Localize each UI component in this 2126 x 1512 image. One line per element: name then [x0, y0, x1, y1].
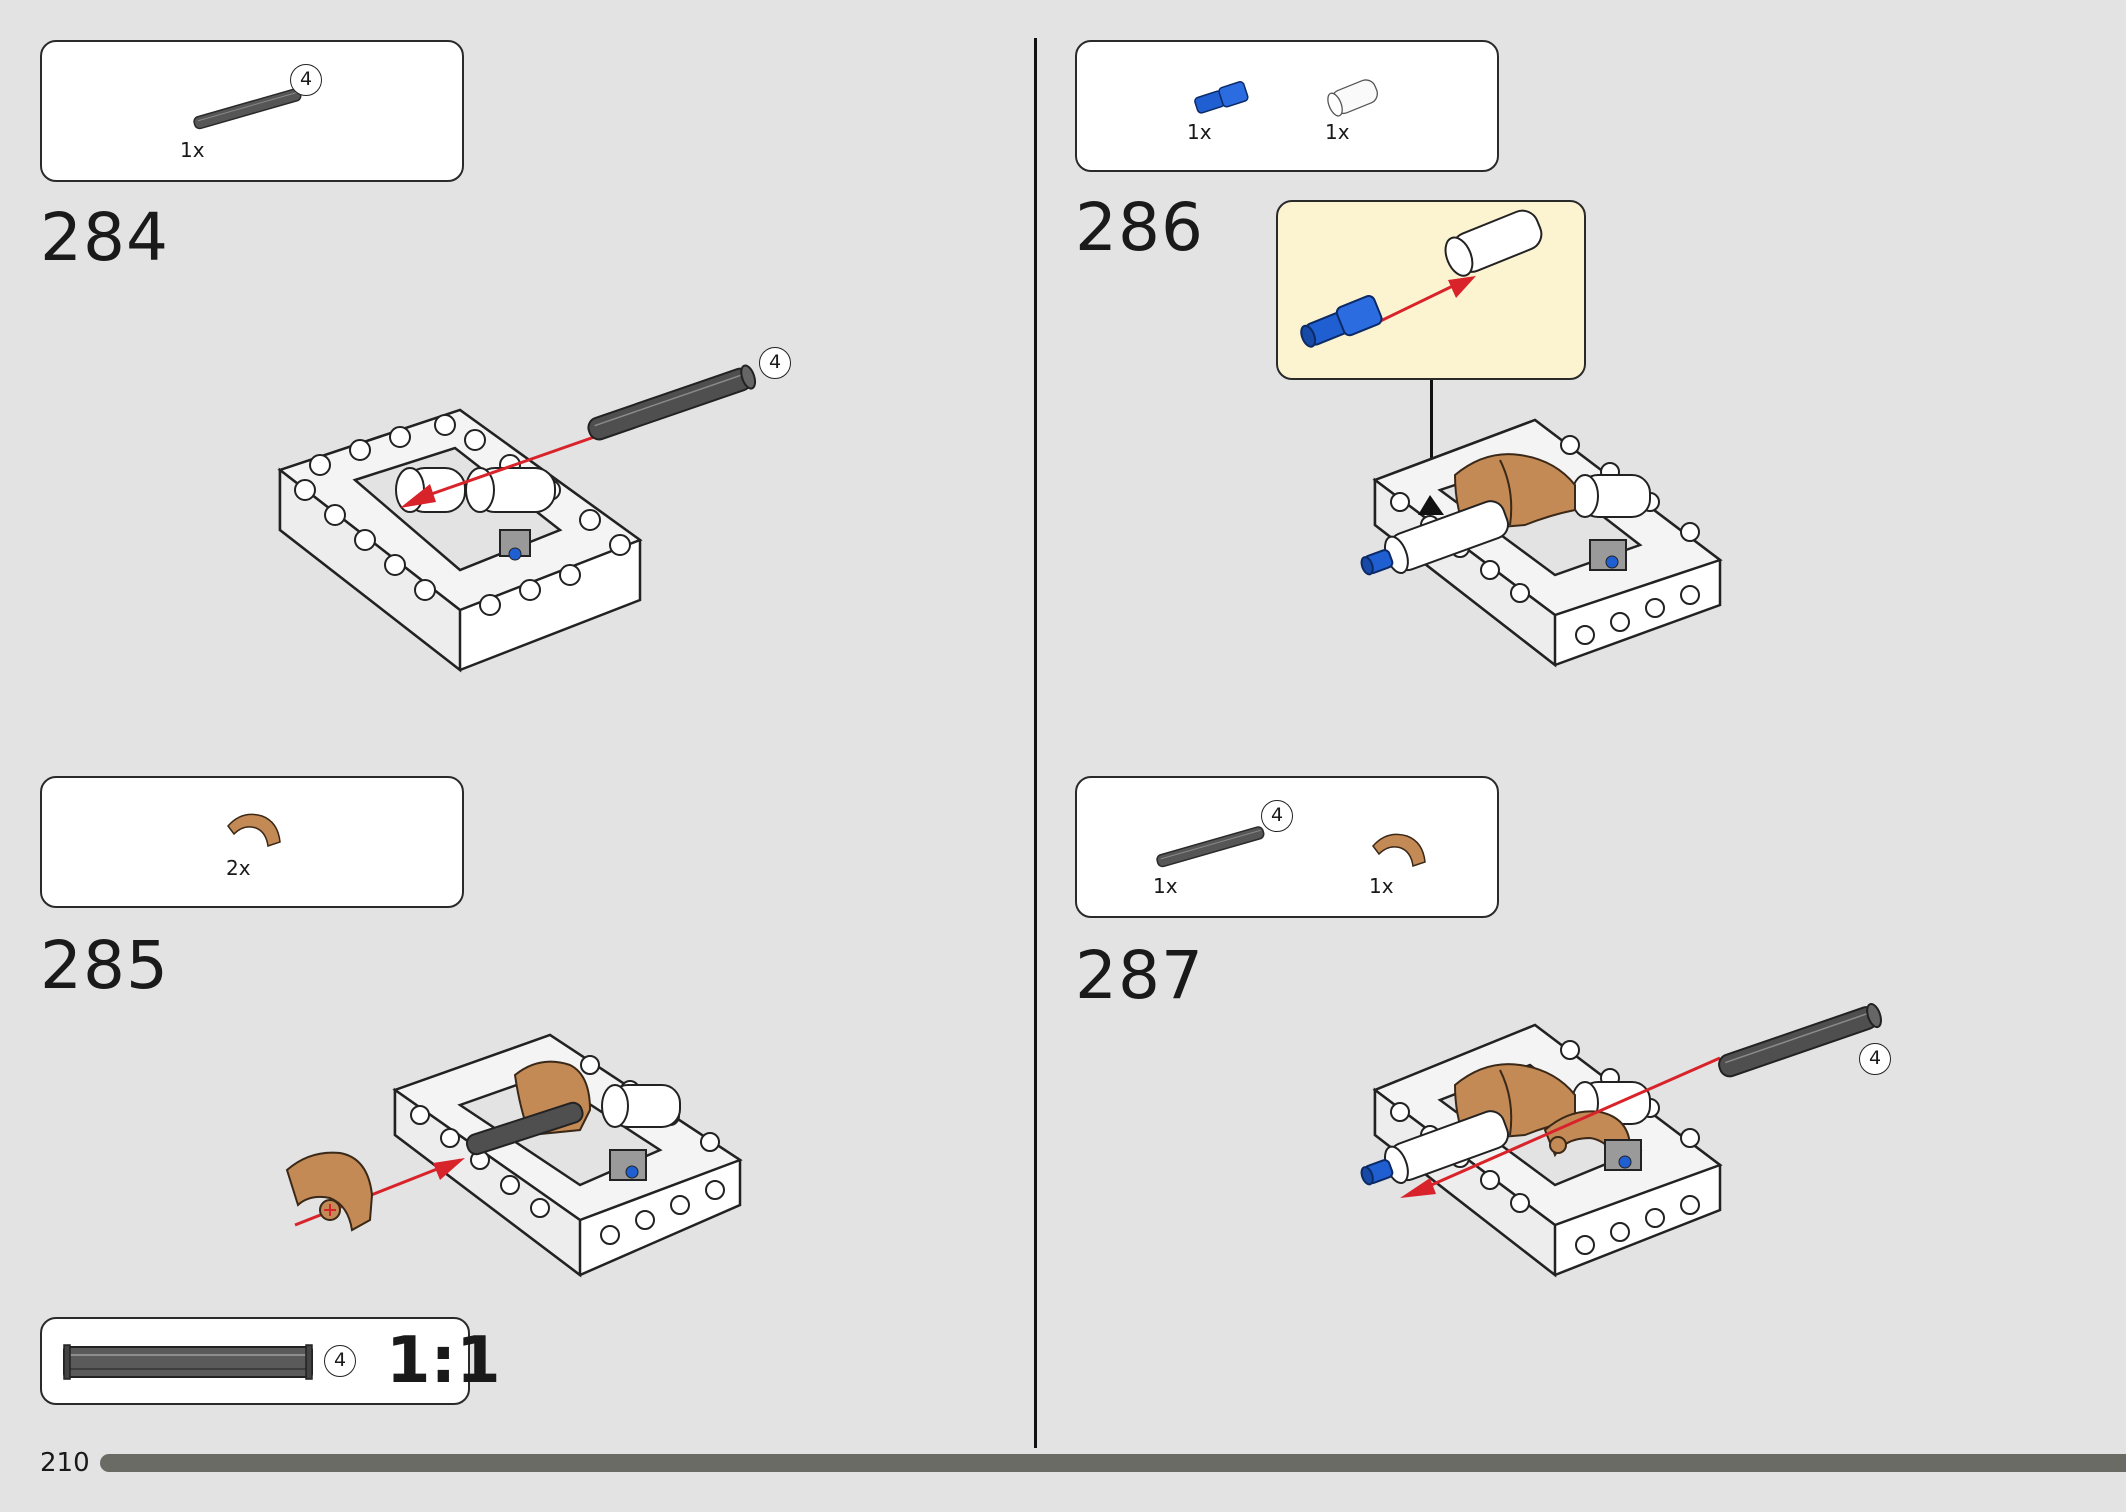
parts-list-284: 4 1x — [40, 40, 464, 182]
curved-panel-icon — [227, 813, 281, 847]
axle-length-badge: 4 — [324, 1345, 356, 1377]
axle-length-badge: 4 — [290, 64, 322, 96]
progress-bar — [100, 1454, 2126, 1472]
part-quantity: 1x — [1325, 120, 1350, 144]
step-number-286: 286 — [1075, 189, 1204, 266]
part-quantity: 1x — [180, 138, 205, 162]
page-divider — [1034, 38, 1037, 1448]
part-quantity: 1x — [1153, 874, 1178, 898]
assembly-diagram-286 — [1360, 418, 1723, 668]
subassembly-diagram — [1300, 209, 1543, 348]
axle-length-callout: 4 — [759, 347, 791, 379]
scale-label: 1:1 — [386, 1324, 501, 1398]
parts-list-287: 4 1x 1x — [1075, 776, 1499, 918]
step-number-285: 285 — [40, 927, 169, 1004]
callout-leader-line — [1430, 380, 1433, 490]
scale-reference-box: 4 1:1 — [40, 1317, 501, 1405]
axle-length-badge: 4 — [1261, 800, 1293, 832]
axle-scale-icon — [63, 1344, 313, 1380]
pin-icon — [1194, 81, 1249, 114]
axle-icon — [1156, 826, 1265, 868]
axle-length-callout: 4 — [1859, 1043, 1891, 1075]
curved-panel-icon — [1372, 833, 1426, 867]
assembly-diagram-287 — [1360, 1003, 1882, 1278]
step-number-287: 287 — [1075, 937, 1204, 1014]
part-quantity: 2x — [226, 856, 251, 880]
parts-list-286: 1x 1x — [1075, 40, 1499, 172]
part-quantity: 1x — [1187, 120, 1212, 144]
assembly-diagram-285 — [285, 1033, 743, 1278]
bushing-icon — [1327, 79, 1378, 117]
page-number: 210 — [40, 1448, 90, 1478]
part-quantity: 1x — [1369, 874, 1394, 898]
step-number-284: 284 — [40, 199, 169, 276]
assembly-diagram-284 — [277, 364, 757, 673]
parts-list-285: 2x — [40, 776, 464, 908]
